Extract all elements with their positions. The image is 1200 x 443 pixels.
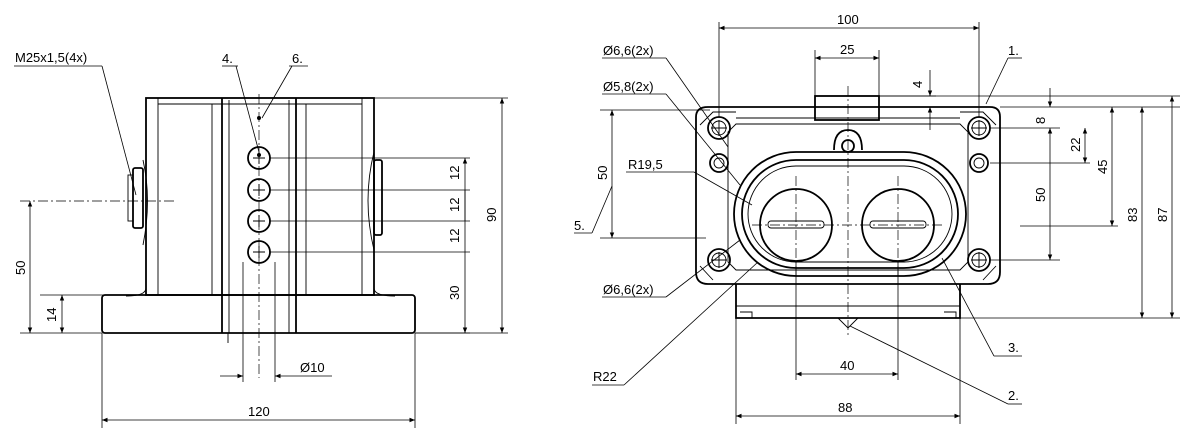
- dim-4: 4: [910, 81, 925, 88]
- corner-bevels: [699, 111, 997, 281]
- left-view: 4. 6. M25x1,5(4x) 12 12 12 30 90 50 14: [13, 50, 508, 428]
- dim-22: 22: [1068, 138, 1083, 152]
- dim-83: 83: [1125, 208, 1140, 222]
- bottom-flange: [735, 284, 961, 319]
- callout-6: 6.: [292, 51, 303, 66]
- base-plate: [101, 294, 416, 334]
- right-view: 100 25 4 8 22 50 45 83 87 50: [574, 12, 1180, 424]
- label-hole-5-8: Ø5,8(2x): [603, 79, 654, 94]
- housing-outline: [695, 106, 1001, 285]
- dim-40: 40: [840, 358, 854, 373]
- dim-50-left: 50: [595, 166, 610, 180]
- outer-oval-seal: [733, 151, 967, 277]
- dim-120: 120: [248, 404, 270, 419]
- housing-body: [145, 97, 375, 296]
- callout-2: 2.: [1008, 388, 1019, 403]
- dim-50: 50: [13, 261, 28, 275]
- callout-5: 5.: [574, 218, 585, 233]
- callout-3: 3.: [1008, 340, 1019, 355]
- label-r19-5: R19,5: [628, 157, 663, 172]
- label-hole-6-6-bottom: Ø6,6(2x): [603, 282, 654, 297]
- dim-45: 45: [1095, 160, 1110, 174]
- dim-diameter-10: Ø10: [300, 360, 325, 375]
- left-gland: [127, 159, 148, 246]
- dim-14: 14: [44, 308, 59, 322]
- callout-4: 4.: [222, 51, 233, 66]
- dim-100: 100: [837, 12, 859, 27]
- dim-12-b: 12: [447, 198, 462, 212]
- dim-88: 88: [838, 400, 852, 415]
- top-tab: [814, 95, 880, 121]
- dim-30: 30: [447, 286, 462, 300]
- dim-12-c: 12: [447, 229, 462, 243]
- dim-87: 87: [1155, 208, 1170, 222]
- dim-25: 25: [840, 42, 854, 57]
- dim-90: 90: [484, 208, 499, 222]
- thread-label: M25x1,5(4x): [15, 50, 87, 65]
- right-gland: [367, 151, 383, 251]
- label-hole-6-6-top: Ø6,6(2x): [603, 43, 654, 58]
- dim-50-inner: 50: [1033, 188, 1048, 202]
- dim-12-a: 12: [447, 166, 462, 180]
- callout-1: 1.: [1008, 43, 1019, 58]
- dim-8: 8: [1033, 117, 1048, 124]
- base-fillets: [125, 287, 396, 297]
- label-r22: R22: [593, 369, 617, 384]
